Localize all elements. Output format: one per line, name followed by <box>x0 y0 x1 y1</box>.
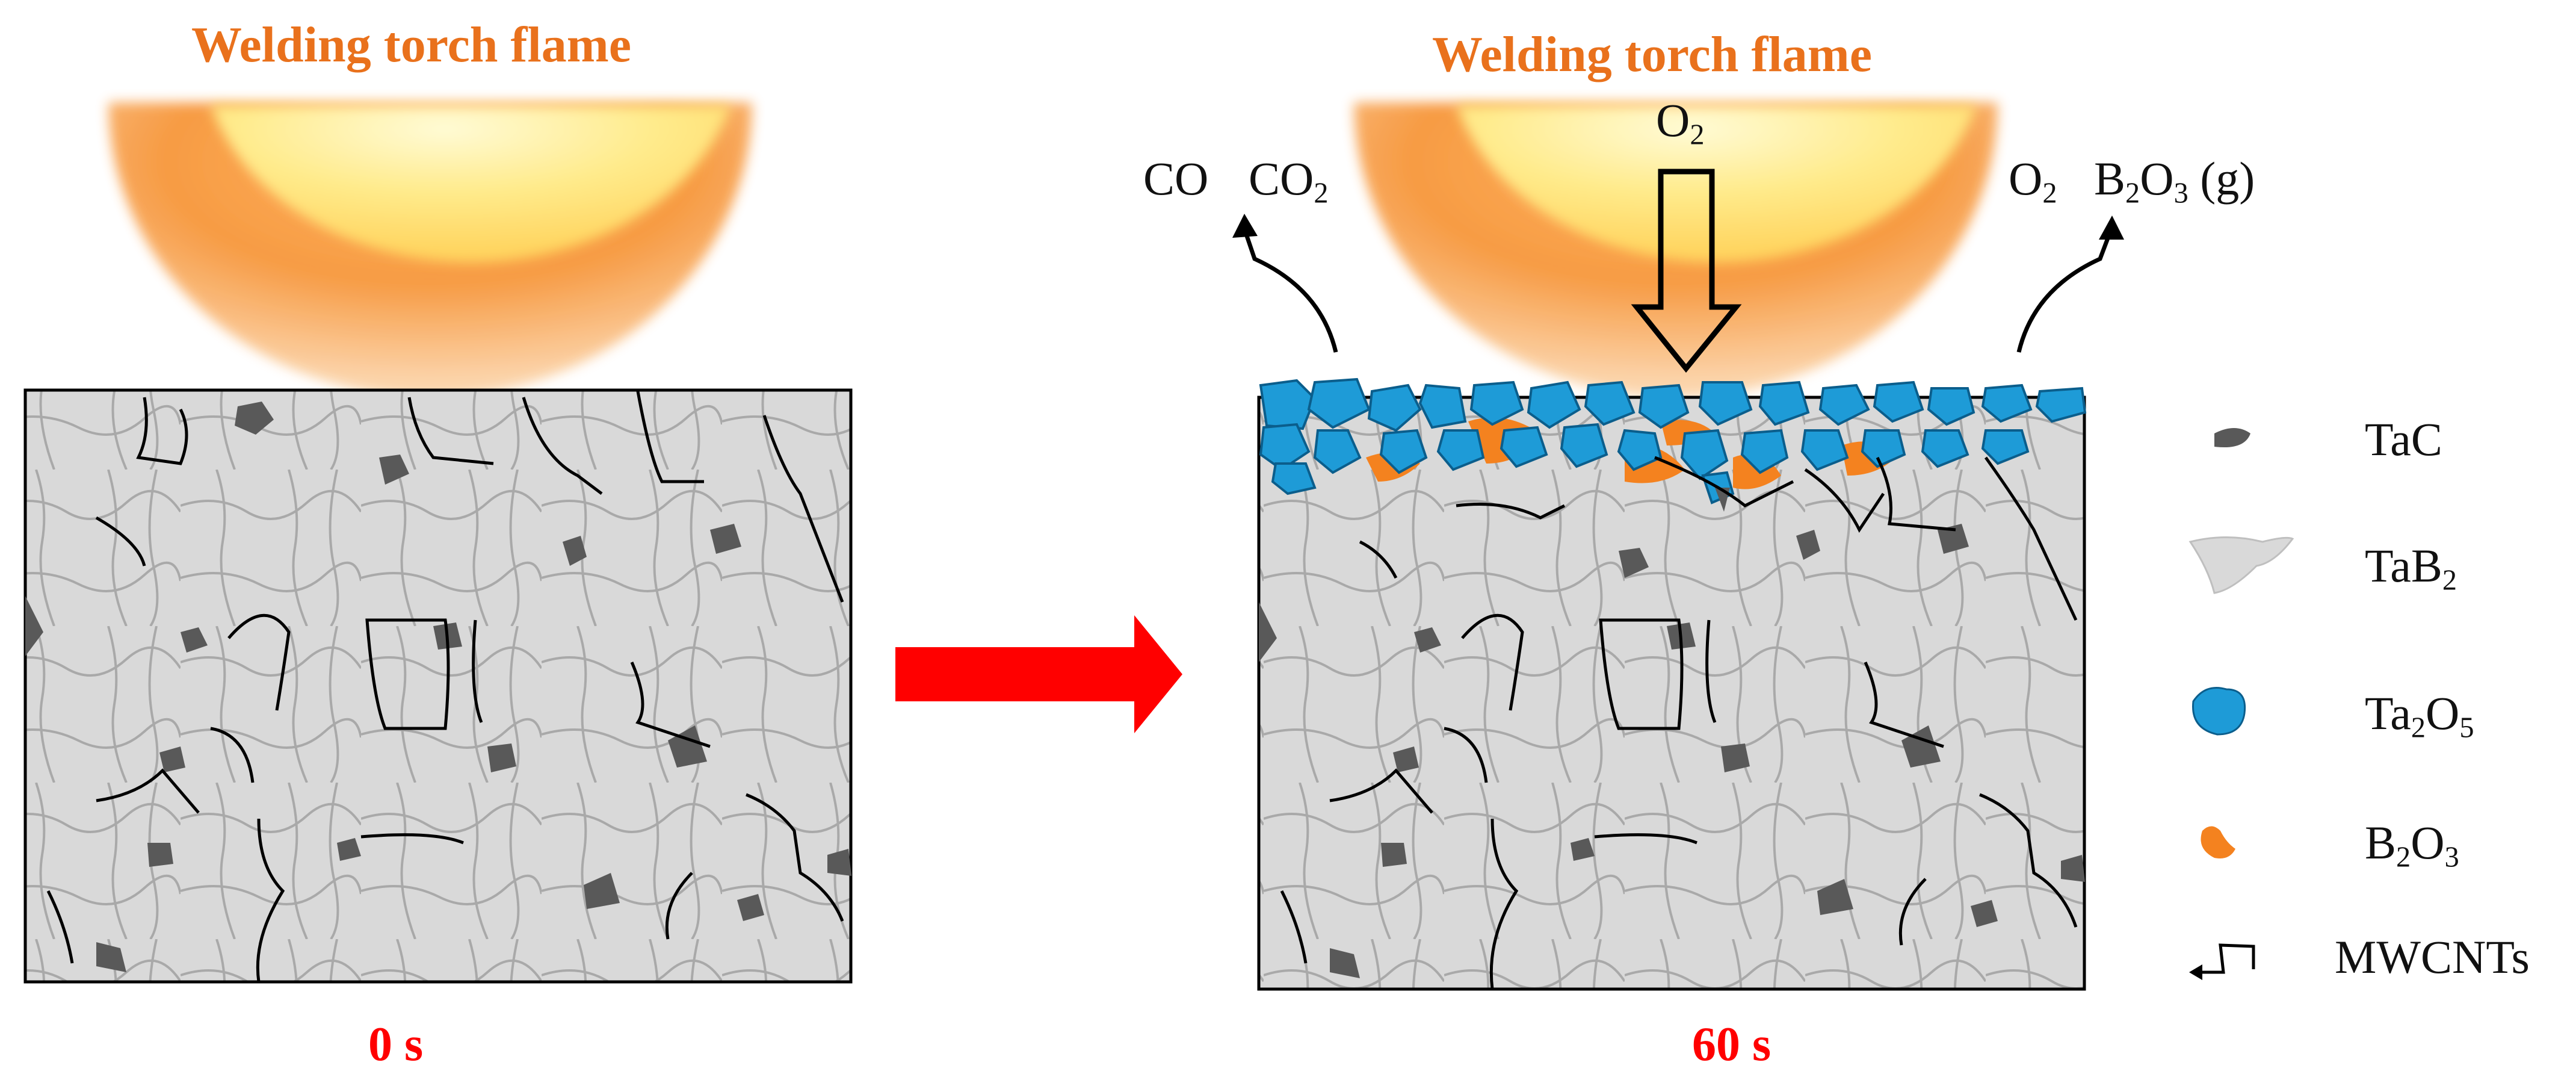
right-time-label: 60 s <box>1692 1018 1771 1071</box>
process-arrow <box>895 615 1182 733</box>
left-ceramic-block <box>23 388 853 984</box>
mwcnt-fiber-icon <box>2199 943 2255 974</box>
b2o3-droplet-icon <box>2201 826 2235 858</box>
oxygen-inflow-label: O2 <box>1656 94 1705 151</box>
legend-label-tac: TaC <box>2365 413 2442 465</box>
left-tac-particles <box>25 402 851 972</box>
left-mwcnt-fibers <box>46 391 844 982</box>
legend-label-mwcnts: MWCNTs <box>2335 931 2530 983</box>
mwcnt-fiber-arrowhead <box>2189 964 2202 980</box>
legend-label-tab2: TaB2 <box>2365 539 2457 597</box>
ta2o5-particle-icon <box>2192 687 2246 736</box>
legend-icons <box>2188 428 2294 980</box>
outflow-co2-label: CO2 <box>1249 152 1329 209</box>
right-flame <box>1354 102 1998 397</box>
left-panel <box>23 102 853 984</box>
tab2-grain-icon <box>2188 536 2294 594</box>
right-flame-title: Welding torch flame <box>1432 26 1873 82</box>
tac-particle-icon <box>2214 428 2250 448</box>
outflow-co-label: CO <box>1143 152 1209 205</box>
right-ta2o5-layer <box>1259 377 2087 504</box>
gas-release-arrow-right <box>2016 216 2124 353</box>
legend-label-ta2o5: Ta2O5 <box>2365 687 2474 744</box>
gas-release-arrow-left <box>1232 214 1338 353</box>
left-flame-title: Welding torch flame <box>191 17 632 73</box>
right-ceramic-block <box>1257 396 2086 991</box>
outflow-b2o3-gas-label: B2O3 (g) <box>2094 152 2255 209</box>
outflow-o2-label: O2 <box>2009 152 2057 209</box>
right-panel <box>1232 102 2124 991</box>
left-flame <box>108 102 752 397</box>
oxygen-inflow-arrow <box>1631 169 1742 373</box>
legend-label-b2o3: B2O3 <box>2365 816 2459 874</box>
right-mwcnt-fibers <box>1280 456 2078 990</box>
left-time-label: 0 s <box>368 1018 424 1071</box>
